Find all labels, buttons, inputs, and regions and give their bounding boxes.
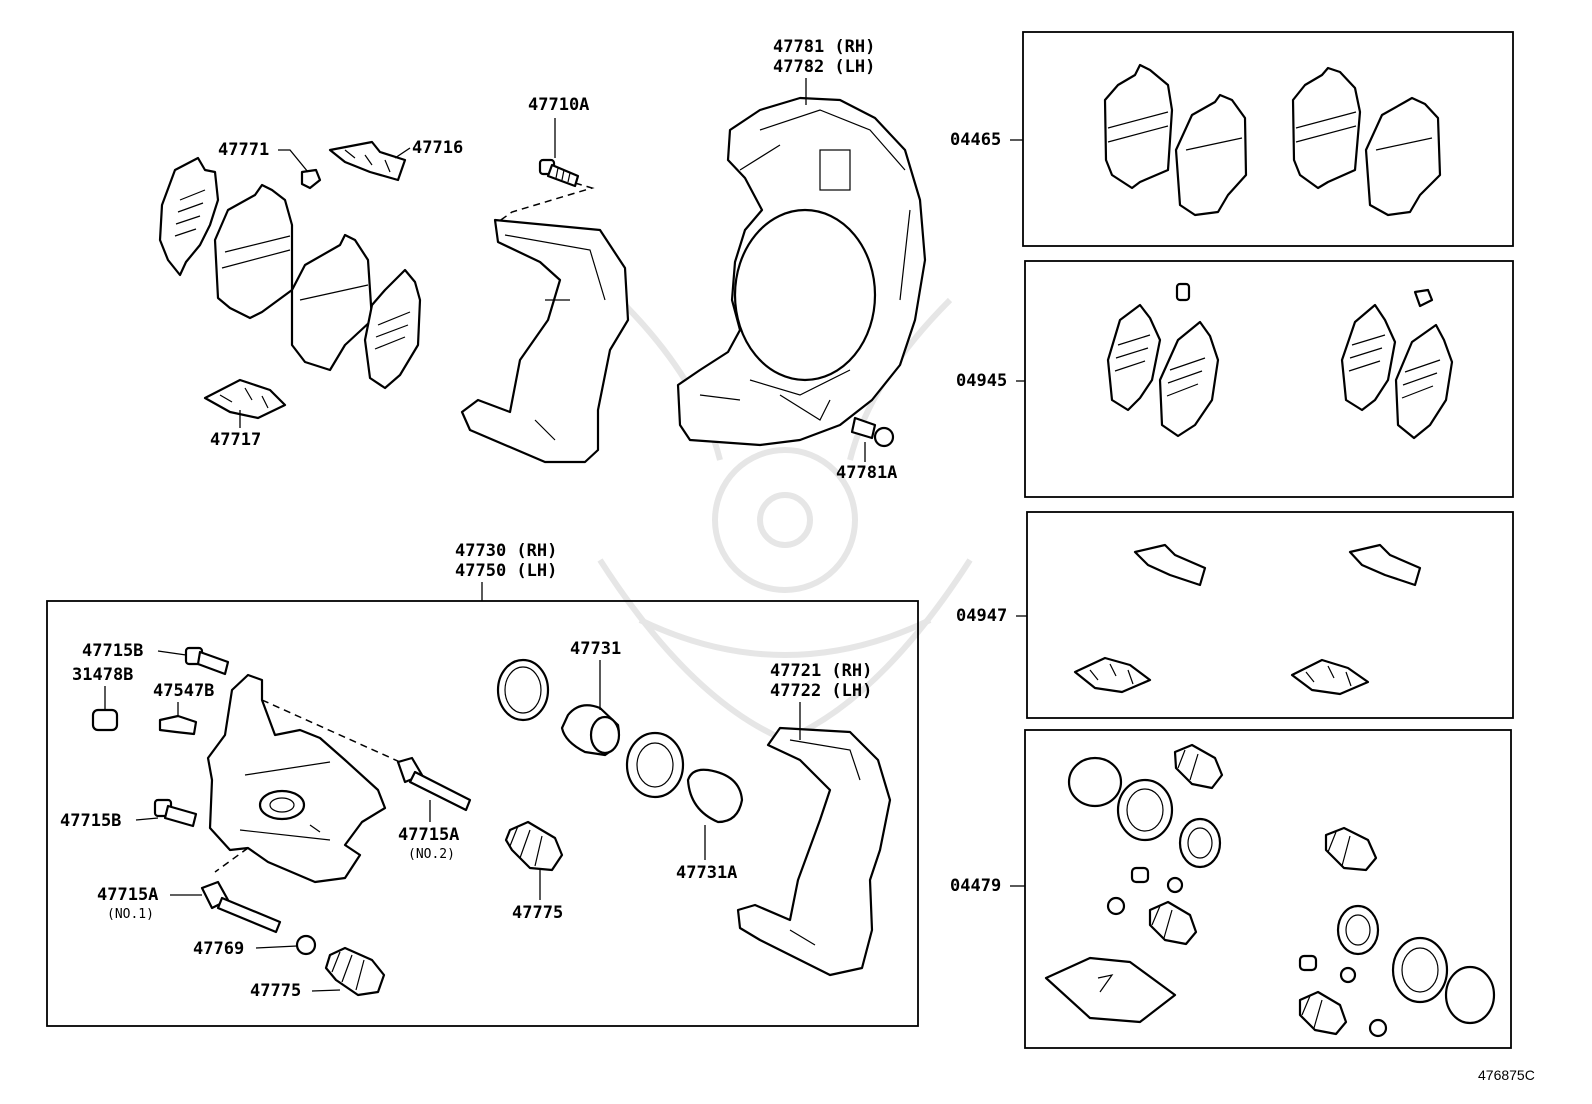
kit-04479-bushing-4[interactable] bbox=[1368, 1018, 1388, 1038]
kit-box-04945 bbox=[1024, 260, 1514, 498]
cylinder-boot[interactable] bbox=[625, 731, 685, 799]
part-label-47769[interactable]: 47769 bbox=[193, 939, 244, 959]
guide-line-lower bbox=[214, 847, 249, 873]
pad-support-plate-lower[interactable] bbox=[203, 378, 287, 420]
diagram-code: 476875C bbox=[1478, 1067, 1535, 1083]
labels-caliper: 47715B 31478B 47547B 47715B 47715A (NO.2… bbox=[60, 639, 872, 1001]
kit-04479-set-ring-1[interactable] bbox=[1067, 756, 1123, 808]
kit-04479-grease-packet[interactable] bbox=[1044, 956, 1177, 1024]
part-label-47710A[interactable]: 47710A bbox=[528, 95, 589, 115]
kit-04479-cylinder-boot-2[interactable] bbox=[1336, 904, 1380, 956]
disc-brake-dust-cover[interactable] bbox=[676, 96, 927, 447]
kit-04945-shim-4[interactable] bbox=[1394, 323, 1454, 440]
kit-04945-shim-3[interactable] bbox=[1340, 303, 1397, 412]
anti-squeal-shim-inner[interactable] bbox=[363, 268, 422, 390]
part-label-47731[interactable]: 47731 bbox=[570, 639, 621, 659]
kit-04479-plug-1[interactable] bbox=[1130, 866, 1150, 884]
kit-04947-plate-4[interactable] bbox=[1290, 658, 1370, 696]
kit-label-04945[interactable]: 04945 bbox=[956, 371, 1007, 391]
kit-box-04947 bbox=[1026, 511, 1514, 719]
bleeder-plug-47547B[interactable] bbox=[158, 714, 198, 736]
dust-cover-bolt[interactable] bbox=[850, 416, 895, 448]
pad-support-plate-upper[interactable] bbox=[328, 140, 407, 182]
anti-squeal-shim-outer[interactable] bbox=[158, 156, 220, 277]
labels-top: 47771 47716 47710A 47781 (RH) 47782 (LH)… bbox=[210, 37, 897, 483]
bleeder-plug-cap[interactable] bbox=[91, 708, 119, 732]
part-label-47547B[interactable]: 47547B bbox=[153, 681, 214, 701]
part-label-47781-rh[interactable]: 47781 (RH) bbox=[773, 37, 875, 57]
part-label-47731A[interactable]: 47731A bbox=[676, 863, 737, 883]
kit-box-04479 bbox=[1024, 729, 1512, 1049]
kit-04479-set-ring-2[interactable] bbox=[1444, 965, 1496, 1025]
bushing-47769[interactable] bbox=[295, 934, 317, 956]
slide-pin-no1[interactable] bbox=[200, 880, 282, 934]
part-label-47782-lh[interactable]: 47782 (LH) bbox=[773, 57, 875, 77]
kit-label-04479[interactable]: 04479 bbox=[950, 876, 1001, 896]
kit-04465-pad-2[interactable] bbox=[1174, 93, 1248, 217]
piston-seal-ring[interactable] bbox=[496, 658, 550, 722]
kit-04479-boot-4[interactable] bbox=[1298, 990, 1348, 1036]
part-label-47771[interactable]: 47771 bbox=[218, 140, 269, 160]
kit-04479-boot-3[interactable] bbox=[1324, 826, 1378, 872]
kit-04945-shim-1[interactable] bbox=[1106, 303, 1162, 412]
kit-04945-shim-2[interactable] bbox=[1158, 320, 1220, 438]
part-label-47715A-no1[interactable]: 47715A bbox=[97, 885, 158, 905]
kit-label-04947[interactable]: 04947 bbox=[956, 606, 1007, 626]
kit-04479-bushing-1[interactable] bbox=[1166, 876, 1184, 894]
kit-04479-plug-2[interactable] bbox=[1298, 954, 1318, 972]
kit-04479-boot-2[interactable] bbox=[1148, 900, 1198, 946]
part-label-47775-bottom[interactable]: 47775 bbox=[250, 981, 301, 1001]
kit-04479-cylinder-boot-1[interactable] bbox=[1178, 817, 1222, 869]
part-label-47775-center[interactable]: 47775 bbox=[512, 903, 563, 923]
slide-pin-no2[interactable] bbox=[396, 756, 472, 812]
caliper-bracket-47721[interactable] bbox=[736, 726, 892, 977]
caliper-bolt-47715B-lower[interactable] bbox=[153, 798, 198, 828]
part-label-47715B-mid[interactable]: 47715B bbox=[60, 811, 121, 831]
kit-04947-plate-3[interactable] bbox=[1073, 656, 1152, 694]
bracket-bolt-47710A[interactable] bbox=[538, 158, 580, 188]
bolt-alignment-line bbox=[497, 182, 595, 223]
brake-pad-outer[interactable] bbox=[213, 183, 294, 320]
part-label-47717[interactable]: 47717 bbox=[210, 430, 261, 450]
part-label-no1[interactable]: (NO.1) bbox=[107, 907, 154, 922]
kit-box-04465 bbox=[1022, 31, 1514, 247]
part-label-no2[interactable]: (NO.2) bbox=[408, 847, 455, 862]
caliper-mounting-bracket[interactable] bbox=[460, 218, 630, 464]
kit-04945-clip-2[interactable] bbox=[1413, 288, 1434, 308]
boot-47775-center[interactable] bbox=[504, 820, 564, 872]
part-label-47750-lh[interactable]: 47750 (LH) bbox=[455, 561, 557, 581]
kit-04479-piston-seal-2[interactable] bbox=[1391, 936, 1449, 1004]
kit-04479-bushing-2[interactable] bbox=[1106, 896, 1126, 916]
part-label-47781A[interactable]: 47781A bbox=[836, 463, 897, 483]
boot-47775-bottom[interactable] bbox=[324, 946, 386, 997]
guide-line-upper bbox=[261, 699, 401, 763]
part-label-47730-rh[interactable]: 47730 (RH) bbox=[455, 541, 557, 561]
part-label-47715A-no2[interactable]: 47715A bbox=[398, 825, 459, 845]
kit-04479-boot-1[interactable] bbox=[1173, 743, 1224, 790]
kit-label-04465[interactable]: 04465 bbox=[950, 130, 1001, 150]
part-label-47721-rh[interactable]: 47721 (RH) bbox=[770, 661, 872, 681]
kit-04945-clip-1[interactable] bbox=[1175, 282, 1191, 302]
part-label-47715B-top[interactable]: 47715B bbox=[82, 641, 143, 661]
kit-04947-plate-2[interactable] bbox=[1348, 543, 1422, 587]
caliper-cylinder-body[interactable] bbox=[206, 673, 387, 884]
brake-pad-inner[interactable] bbox=[290, 233, 374, 372]
kit-04479-bushing-3[interactable] bbox=[1339, 966, 1357, 984]
kit-04479-piston-seal-1[interactable] bbox=[1116, 778, 1174, 842]
set-ring-47731A[interactable] bbox=[686, 768, 744, 824]
caliper-assembly-box bbox=[46, 600, 919, 1027]
part-label-31478B[interactable]: 31478B bbox=[72, 665, 133, 685]
part-label-47716[interactable]: 47716 bbox=[412, 138, 463, 158]
kit-04465-pad-1[interactable] bbox=[1103, 63, 1174, 190]
pad-wear-indicator-clip[interactable] bbox=[300, 168, 322, 190]
part-label-47722-lh[interactable]: 47722 (LH) bbox=[770, 681, 872, 701]
kit-04947-plate-1[interactable] bbox=[1133, 543, 1207, 587]
kit-04465-pad-4[interactable] bbox=[1364, 96, 1442, 217]
piston-47731[interactable] bbox=[560, 704, 621, 757]
caliper-bolt-47715B-upper[interactable] bbox=[184, 646, 230, 676]
kit-04465-pad-3[interactable] bbox=[1291, 66, 1362, 190]
